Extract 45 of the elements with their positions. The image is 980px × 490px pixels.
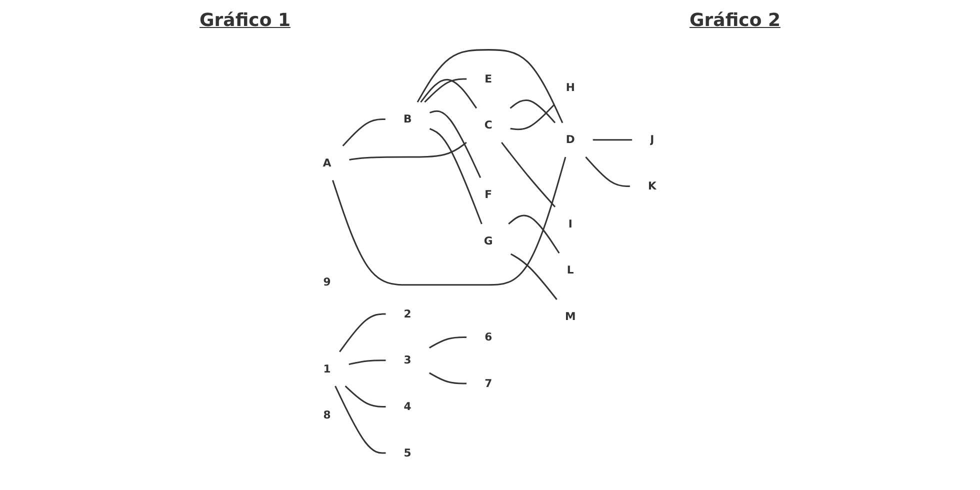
node-text: C xyxy=(484,118,493,132)
node-text: 8 xyxy=(324,408,332,422)
node-text: B xyxy=(404,112,412,126)
node-text: 4 xyxy=(404,400,412,414)
connector xyxy=(349,360,386,366)
node-text: 6 xyxy=(484,330,492,344)
connector xyxy=(429,372,467,384)
node-text: F xyxy=(485,188,492,202)
node-text: 5 xyxy=(404,446,412,460)
node-text: D xyxy=(566,134,576,146)
connector xyxy=(508,214,560,254)
node-text: L xyxy=(567,264,574,277)
node-text: E xyxy=(485,72,492,86)
node-text: 1 xyxy=(324,362,332,376)
node-text: G xyxy=(484,234,494,248)
node-text: M xyxy=(565,310,576,323)
node-text: J xyxy=(650,134,655,146)
node-text: H xyxy=(566,81,576,94)
connector xyxy=(420,78,478,109)
connector xyxy=(430,110,482,178)
connector xyxy=(332,156,567,286)
connector xyxy=(510,100,556,124)
node-text: K xyxy=(648,180,657,193)
connector xyxy=(339,313,386,352)
connector xyxy=(345,386,386,408)
connector xyxy=(430,128,483,224)
node-text: 2 xyxy=(404,308,412,320)
graph-heading: Gráfico 1 xyxy=(200,10,290,30)
node-text: 3 xyxy=(404,354,412,367)
connector xyxy=(417,49,564,124)
connector xyxy=(510,253,558,300)
node-text: 9 xyxy=(324,276,332,289)
connector xyxy=(429,336,467,348)
connector xyxy=(501,142,556,208)
connector xyxy=(424,78,467,103)
node-text: I xyxy=(568,218,573,230)
node-text: A xyxy=(323,156,332,170)
connector xyxy=(342,118,386,146)
connector xyxy=(510,104,556,130)
graph-heading: Gráfico 2 xyxy=(690,10,780,30)
connector xyxy=(334,386,386,454)
connector xyxy=(586,156,630,187)
connector xyxy=(350,142,468,160)
connector xyxy=(593,139,632,141)
node-text: 7 xyxy=(484,377,492,390)
